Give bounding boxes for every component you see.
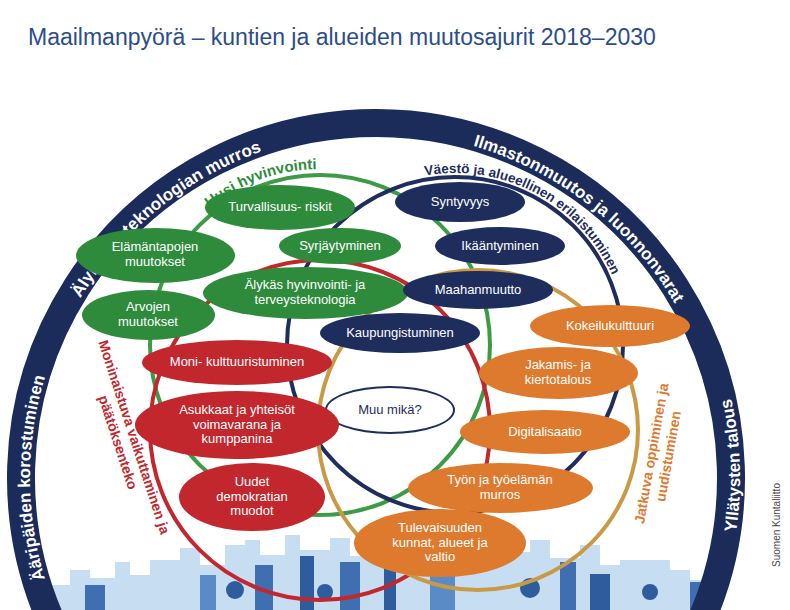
driver-ellipse: Älykäs hyvinvointi- ja terveysteknologia bbox=[203, 267, 408, 319]
driver-text: Tulevaisuuden kunnat, alueet ja valtio bbox=[380, 521, 500, 566]
driver-text: Kokeilukulttuuri bbox=[566, 319, 654, 334]
driver-ellipse: Arvojen muutokset bbox=[82, 290, 215, 340]
driver-text: Digitalisaatio bbox=[508, 425, 582, 440]
outer-band bbox=[21, 123, 731, 610]
tree bbox=[317, 584, 333, 600]
source-watermark: Suomen Kuntaliitto bbox=[771, 465, 783, 585]
driver-text: Työn ja työelämän murros bbox=[435, 473, 565, 503]
driver-ellipse: Elämäntapojen muutokset bbox=[76, 228, 235, 283]
building bbox=[560, 562, 576, 610]
driver-ellipse: Ikääntyminen bbox=[435, 227, 565, 265]
building bbox=[85, 585, 105, 610]
driver-ellipse: Muu mikä? bbox=[325, 386, 455, 434]
driver-ellipse: Kokeilukulttuuri bbox=[530, 305, 690, 347]
driver-ellipse: Maahanmuutto bbox=[403, 271, 553, 309]
tree bbox=[226, 581, 244, 599]
driver-ellipse: Uudet demokratian muodot bbox=[179, 463, 325, 532]
driver-text: Moni- kulttuuristuminen bbox=[170, 355, 304, 370]
building bbox=[200, 575, 216, 610]
building bbox=[590, 574, 610, 610]
driver-text: Syntyvyys bbox=[431, 195, 490, 210]
driver-text: Jakamis- ja kiertotalous bbox=[503, 358, 613, 388]
driver-ellipse: Moni- kulttuuristuminen bbox=[142, 340, 333, 385]
driver-text: Maahanmuutto bbox=[435, 283, 522, 298]
building bbox=[430, 572, 455, 610]
building bbox=[300, 556, 314, 610]
driver-ellipse: Jakamis- ja kiertotalous bbox=[479, 347, 638, 399]
driver-text: Muu mikä? bbox=[358, 403, 422, 418]
driver-text: Älykäs hyvinvointi- ja terveysteknologia bbox=[235, 278, 375, 308]
driver-text: Ikääntyminen bbox=[461, 239, 538, 254]
diagram-title: Maailmanpyörä – kuntien ja alueiden muut… bbox=[28, 24, 656, 51]
driver-ellipse: Syntyvyys bbox=[395, 182, 525, 222]
driver-ellipse: Kaupungistuminen bbox=[320, 313, 480, 353]
driver-text: Asukkaat ja yhteisöt voimavarana ja kump… bbox=[165, 403, 310, 448]
driver-text: Syrjäytyminen bbox=[299, 239, 381, 254]
tree bbox=[642, 584, 658, 600]
driver-ellipse: Asukkaat ja yhteisöt voimavarana ja kump… bbox=[135, 391, 340, 460]
driver-ellipse: Tulevaisuuden kunnat, alueet ja valtio bbox=[354, 509, 526, 578]
band-label: Yllätysten talous bbox=[716, 397, 744, 533]
driver-ellipse: Digitalisaatio bbox=[460, 410, 630, 454]
circle-label: Jatkuva oppiminen ja uudistuminen bbox=[630, 373, 691, 536]
driver-ellipse: Syrjäytyminen bbox=[279, 228, 401, 264]
driver-text: Kaupungistuminen bbox=[346, 326, 454, 341]
driver-text: Arvojen muutokset bbox=[103, 300, 193, 330]
building bbox=[340, 562, 360, 610]
band-label: Ääripäiden korostuminen bbox=[15, 373, 49, 584]
driver-text: Elämäntapojen muutokset bbox=[100, 240, 210, 270]
driver-ellipse: Työn ja työelämän murros bbox=[408, 463, 593, 513]
driver-text: Uudet demokratian muodot bbox=[202, 475, 302, 520]
driver-ellipse: Turvallisuus- riskit bbox=[205, 185, 356, 230]
driver-text: Turvallisuus- riskit bbox=[228, 200, 332, 215]
